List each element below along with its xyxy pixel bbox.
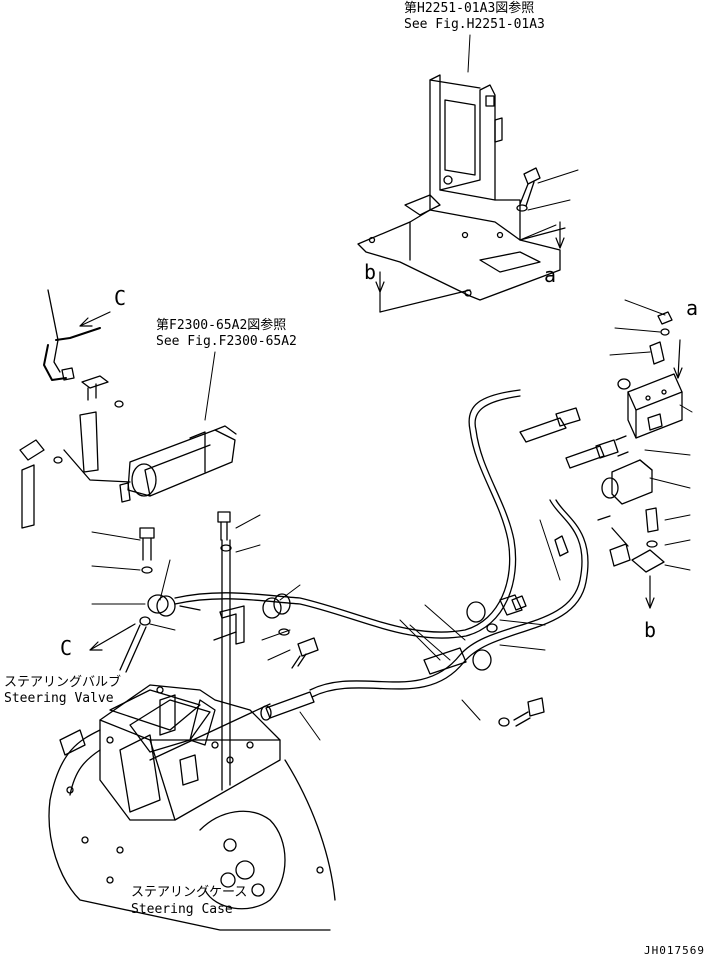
connection-letter-a-top: a — [544, 263, 557, 287]
leader-lines — [91, 34, 693, 741]
reference-top-en: See Fig.H2251-01A3 — [404, 17, 545, 32]
valve-block-upper — [617, 373, 683, 439]
steering-cylinder — [119, 425, 237, 503]
hose-assembly-left — [19, 289, 131, 529]
valve-block-lower — [601, 435, 653, 505]
steering-case-label-en: Steering Case — [131, 902, 233, 917]
connection-letter-b-right: b — [644, 618, 657, 642]
hydraulic-lines — [119, 389, 589, 791]
steering-case — [48, 729, 336, 931]
reference-mid-en: See Fig.F2300-65A2 — [156, 334, 297, 349]
reference-mid-jp: 第F2300-65A2図参照 — [156, 318, 287, 333]
steering-valve — [99, 684, 281, 821]
connection-arrows — [79, 221, 683, 651]
steering-valve-label-en: Steering Valve — [4, 691, 114, 706]
connection-letter-c-top: C — [114, 286, 127, 310]
frame-bracket — [357, 74, 561, 301]
steering-case-label-jp: ステアリングケース — [131, 885, 248, 900]
line-fittings — [147, 407, 619, 721]
connection-letter-b-left: b — [364, 260, 377, 284]
connection-letter-c-left: C — [60, 636, 73, 660]
steering-valve-label-jp: ステアリングバルブ — [4, 675, 122, 690]
connection-letter-a-right: a — [686, 296, 699, 320]
bolts-washers — [139, 511, 545, 727]
frame-bolt — [516, 167, 541, 212]
reference-top-jp: 第H2251-01A3図参照 — [404, 1, 535, 16]
valve-small-parts — [554, 311, 673, 573]
drawing-code: JH017569 — [644, 944, 705, 957]
